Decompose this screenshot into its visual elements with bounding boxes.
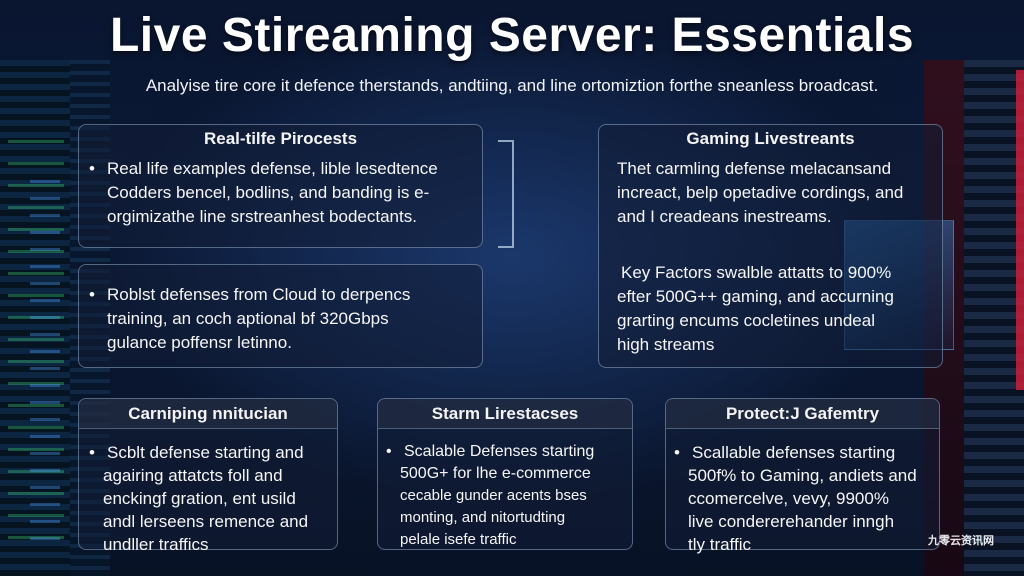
panel-title: Gaming Livestreants [686,129,855,148]
panel-title: Starm Lirestacses [431,403,579,423]
rack-leds-blue [30,180,60,540]
panel-starm: Starm Lirestacses • Scalable Defenses st… [377,398,633,550]
bullet-icon: • [89,159,95,178]
panel-intro: Thet carmling defense melacansand increa… [617,159,904,226]
panel-body: • Scalable Defenses starting 500G+ for l… [386,443,595,548]
bullet-icon: • [386,443,392,460]
watermark: 九零云资讯网 [928,535,994,547]
panel-protect: Protect:J Gafemtry • Scallable defenses … [665,398,940,554]
page-subtitle: Analyise tire core it defence therstands… [145,76,879,95]
panel-title: Real-tilfe Pirocests [203,129,358,148]
panel-robust-defenses: • Roblst defenses from Cloud to derpencs… [78,264,483,368]
panel-header: Protect:J Gafemtry [666,399,939,429]
panel-body: • Scblt defense starting and agairing at… [89,443,309,554]
server-rack-left [0,60,70,576]
connector-bracket [498,140,514,248]
red-light-strip [1016,70,1024,390]
panel-title: Protect:J Gafemtry [725,403,880,423]
rack-leds-green [8,140,64,540]
panel-body: • Roblst defenses from Cloud to derpencs… [89,285,411,352]
bullet-icon: • [674,443,680,462]
panel-header: Starm Lirestacses [378,399,632,429]
bullet-icon: • [89,443,95,462]
panel-gaming-livestreams: Gaming Livestreants Thet carmling defens… [598,124,943,368]
panel-body: • Real life examples defense, lible lese… [89,159,438,226]
bullet-icon: • [89,285,95,304]
panel-body: • Scallable defenses starting 500f% to G… [674,443,917,554]
panel-key-factors: Key Factors swalble attatts to 900% efte… [617,263,894,354]
panel-header: Carniping nnitucian [79,399,337,429]
panel-title: Carniping nnitucian [128,403,288,423]
panel-real-life: Real-tilfe Pirocests • Real life example… [78,124,483,248]
page-title: Live Stireaming Server: Essentials [109,9,915,62]
panel-carniping: Carniping nnitucian • Scblt defense star… [78,398,338,554]
server-rack-right [964,60,1024,576]
